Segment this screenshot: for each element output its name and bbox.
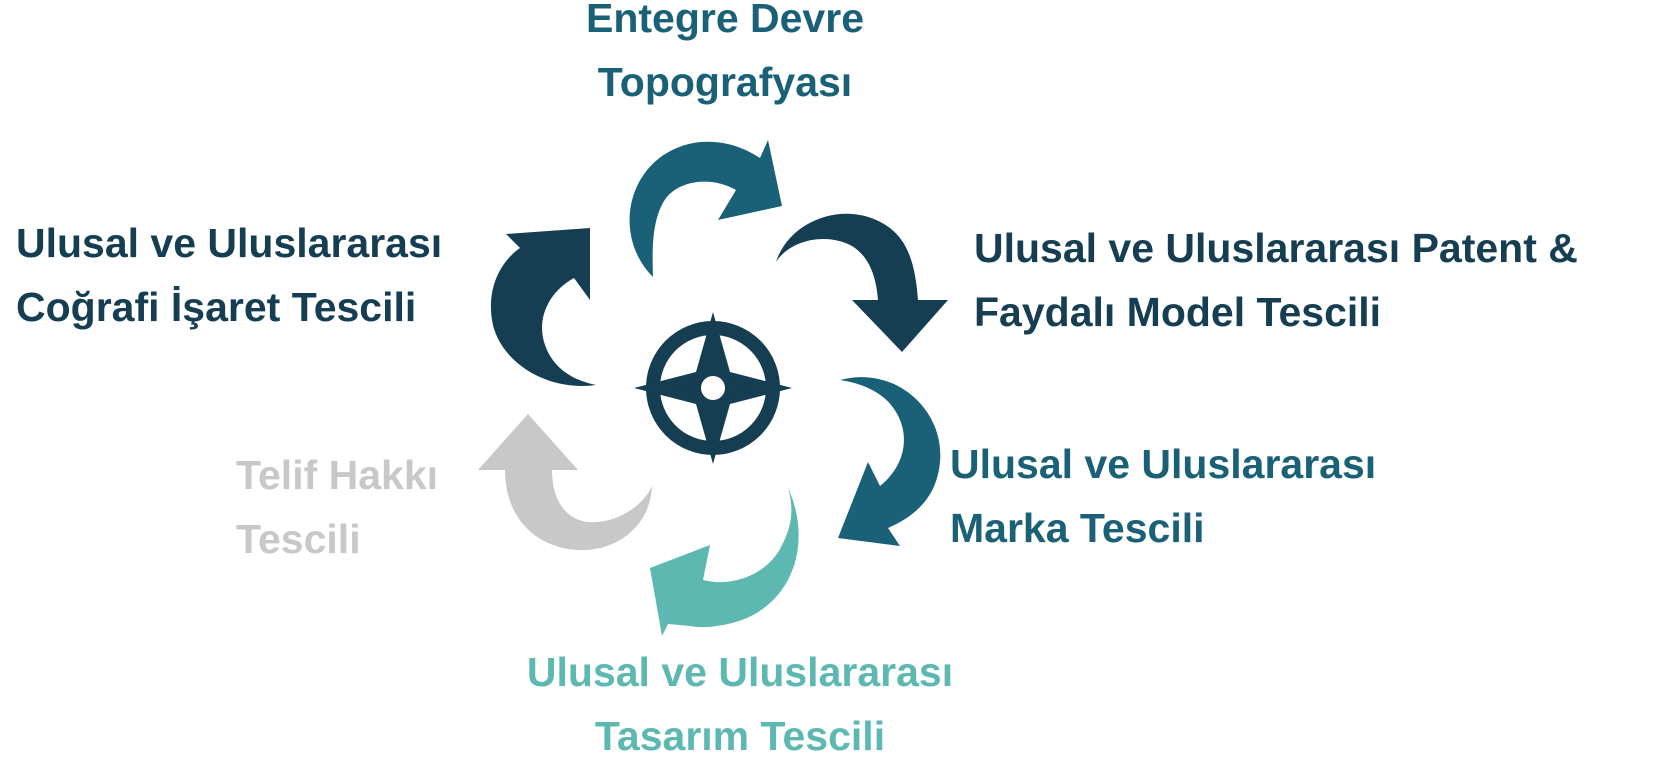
label-trademark-line2: Marka Tescili <box>950 505 1205 551</box>
label-design-line2: Tasarım Tescili <box>594 713 886 759</box>
arrow-copyright <box>478 414 652 551</box>
label-patent: Ulusal ve Uluslararası Patent & Faydalı … <box>974 216 1578 344</box>
label-topography: Entegre Devre Topografyası <box>560 0 890 114</box>
label-design: Ulusal ve Uluslararası Tasarım Tescili <box>500 640 980 768</box>
label-geographic: Ulusal ve Uluslararası Coğrafi İşaret Te… <box>16 211 442 339</box>
label-patent-line2: Faydalı Model Tescili <box>974 289 1382 335</box>
label-copyright-line1: Telif Hakkı <box>236 452 439 498</box>
arrow-topography <box>629 140 782 277</box>
label-copyright: Telif Hakkı Tescili <box>236 443 438 571</box>
arrow-design <box>650 488 799 636</box>
label-patent-line1: Ulusal ve Uluslararası Patent & <box>974 225 1578 271</box>
label-copyright-line2: Tescili <box>236 516 361 562</box>
label-design-line1: Ulusal ve Uluslararası <box>526 649 954 695</box>
label-trademark-line1: Ulusal ve Uluslararası <box>950 441 1377 487</box>
label-trademark: Ulusal ve Uluslararası Marka Tescili <box>950 432 1376 560</box>
label-geographic-line2: Coğrafi İşaret Tescili <box>16 284 417 330</box>
arrow-trademark <box>838 377 941 546</box>
label-topography-line1: Entegre Devre <box>585 0 864 41</box>
arrow-patent <box>776 213 948 352</box>
label-topography-line2: Topografyası <box>597 59 853 105</box>
arrow-geographic <box>490 228 596 386</box>
label-geographic-line1: Ulusal ve Uluslararası <box>16 220 443 266</box>
compass-icon <box>634 312 792 464</box>
